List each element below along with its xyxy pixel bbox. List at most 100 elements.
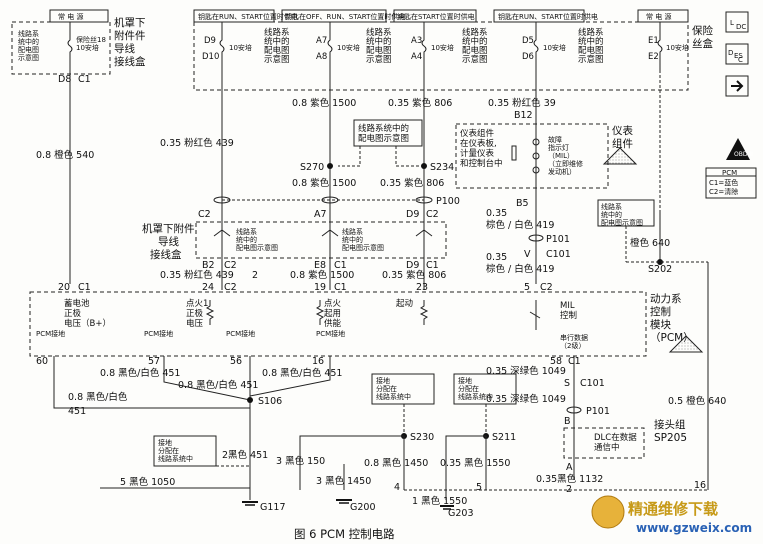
svg-text:2: 2 xyxy=(566,484,572,495)
fuse-group-2: A7 A8 10安培 线路系统中的配电图示意图 xyxy=(316,22,392,90)
start-label: 起动 xyxy=(396,298,414,309)
watermark-logo: 精通维修下载 www.gzweix.com xyxy=(591,495,752,535)
svg-text:线路系统中的配电图示意图: 线路系统中的配电图示意图 xyxy=(601,202,643,227)
svg-text:接地分配在线路系统中: 接地分配在线路系统中 xyxy=(158,438,193,463)
wire-540-label: 0.8 橙色 540 xyxy=(36,149,94,161)
splice-s202 xyxy=(657,259,663,265)
serial-label: 串行数据（2级） xyxy=(560,333,588,350)
svg-text:线路系统中的配电图示意图: 线路系统中的配电图示意图 xyxy=(264,27,290,65)
connector-row-c2: C2 A7 D9 C2 P100 xyxy=(198,196,460,220)
g117-label: G117 xyxy=(260,502,286,513)
svg-text:L: L xyxy=(730,19,734,27)
svg-text:接地分配在线路系统中: 接地分配在线路系统中 xyxy=(376,376,411,401)
wire-806c-label: 0.35 紫色 806 xyxy=(382,269,446,281)
svg-text:精通维修下载: 精通维修下载 xyxy=(628,500,718,518)
svg-text:DC: DC xyxy=(736,23,746,31)
gnd-dist-box-1 xyxy=(153,435,217,467)
svg-text:PCM接地: PCM接地 xyxy=(144,329,173,338)
svg-text:A: A xyxy=(566,462,573,473)
svg-text:P100: P100 xyxy=(436,196,460,207)
svg-text:钥匙在RUN、START位置时供电: 钥匙在RUN、START位置时供电 xyxy=(498,12,598,21)
svg-text:C2=清除: C2=清除 xyxy=(709,187,738,196)
pcm-box xyxy=(29,291,647,357)
svg-text:D6: D6 xyxy=(522,52,534,62)
svg-text:PCM接地: PCM接地 xyxy=(316,329,345,338)
svg-text:A8: A8 xyxy=(316,52,327,62)
wire-806b-label: 0.35 紫色 806 xyxy=(380,177,444,189)
s106-label: S106 xyxy=(258,396,282,407)
svg-text:PCM: PCM xyxy=(722,169,737,177)
underhood-fuse-box-left xyxy=(11,21,111,75)
svg-text:S: S xyxy=(564,378,570,389)
svg-text:10安培: 10安培 xyxy=(543,43,566,52)
svg-text:OBD II: OBD II xyxy=(734,151,753,158)
header-run-start-1: 钥匙在RUN、START位置时供电 xyxy=(193,9,298,23)
svg-text:5: 5 xyxy=(476,482,482,493)
svg-text:PCM接地: PCM接地 xyxy=(36,329,65,338)
fuse-group-3: A3 A4 10安培 线路系统中的配电图示意图 xyxy=(411,22,488,90)
svg-text:C1: C1 xyxy=(78,282,91,293)
svg-text:23: 23 xyxy=(416,282,428,293)
svg-text:线路系统中的配电图示意图: 线路系统中的配电图示意图 xyxy=(578,27,604,65)
svg-text:P101: P101 xyxy=(546,234,570,245)
splice-s270 xyxy=(327,163,333,169)
mil-label: 故障指示灯（MIL）（立即维修发动机） xyxy=(548,135,583,176)
svg-text:24: 24 xyxy=(202,282,214,293)
underhood2-label: 机罩下附件导线接线盒 xyxy=(142,222,195,261)
splice-s234 xyxy=(421,163,427,169)
svg-text:16: 16 xyxy=(312,356,324,367)
svg-text:5: 5 xyxy=(524,282,530,293)
wire-640a-label: 橙色 640 xyxy=(630,237,670,249)
ref-inline-2: 线路系统中的配电图示意图 xyxy=(342,227,384,252)
esd-icon-2 xyxy=(668,335,704,353)
s270-label: S270 xyxy=(300,162,324,173)
top-battery-box: 常 电 源 xyxy=(49,9,109,23)
wire-451c-label: 0.8 黑色/白色 451 xyxy=(262,367,342,379)
wire-451e-label: 451 xyxy=(68,406,86,417)
wire-1550a-label: 0.35 黑色 1550 xyxy=(440,457,510,469)
svg-text:www.gzweix.com: www.gzweix.com xyxy=(636,521,752,535)
svg-text:A7: A7 xyxy=(316,36,327,46)
svg-text:ES: ES xyxy=(734,52,743,60)
svg-text:60: 60 xyxy=(36,356,48,367)
svg-text:2: 2 xyxy=(252,270,258,281)
svg-text:C2: C2 xyxy=(540,282,553,293)
g203-label: G203 xyxy=(448,508,474,519)
svg-text:钥匙在RUN、START位置时供电: 钥匙在RUN、START位置时供电 xyxy=(198,12,298,21)
wire-439b-label: 0.35 粉红色 439 xyxy=(160,269,234,281)
svg-text:10安培: 10安培 xyxy=(431,43,454,52)
svg-text:钥匙在OFF、RUN、START位置时供电: 钥匙在OFF、RUN、START位置时供电 xyxy=(285,12,405,21)
svg-text:C2: C2 xyxy=(198,209,211,220)
svg-text:E8: E8 xyxy=(314,260,326,271)
fuse-group-1: D9 D10 10安培 线路系统中的配电图示意图 xyxy=(202,22,290,90)
bat-v-label: 蓄电池正极电压（B+） xyxy=(64,298,111,329)
svg-text:A4: A4 xyxy=(411,52,422,62)
svg-text:C101: C101 xyxy=(546,249,571,260)
fuse-group-4: D5 D6 10安培 线路系统中的配电图示意图 xyxy=(522,22,604,90)
svg-text:线路系统中的配电图示意图: 线路系统中的配电图示意图 xyxy=(366,27,392,65)
mil-lamp-icon xyxy=(511,138,540,174)
wire-451f-label: 2黑色 451 xyxy=(222,449,268,461)
ground-g203-icon xyxy=(440,505,454,510)
svg-text:B: B xyxy=(564,416,571,427)
wire-1050-label: 5 黑色 1050 xyxy=(120,476,175,488)
svg-text:C1: C1 xyxy=(334,260,347,271)
ref-box-1-text: 线路系统中的配电图示意图 xyxy=(358,123,409,144)
svg-text:常 电 源: 常 电 源 xyxy=(646,12,671,21)
dlc-label: DLC在数据通信中 xyxy=(594,432,637,453)
obd-icon: OBD II xyxy=(726,138,753,160)
battery-label: 常 电 源 xyxy=(58,12,83,21)
cluster-label: 仪表组件 xyxy=(612,124,633,150)
svg-text:C: C xyxy=(738,56,743,64)
wire-1049b-label: 0.35 深绿色 1049 xyxy=(486,393,566,405)
svg-text:56: 56 xyxy=(230,356,242,367)
esd-icon-1 xyxy=(602,147,638,165)
svg-text:16: 16 xyxy=(694,480,706,491)
